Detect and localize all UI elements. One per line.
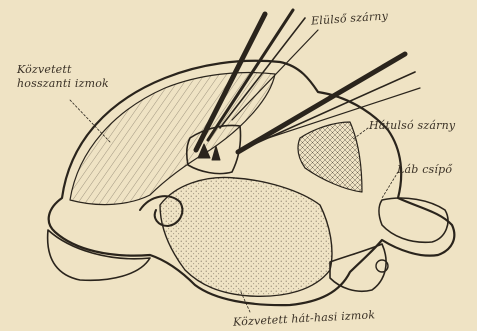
indirect-dorsoventral-muscle-region (160, 177, 332, 296)
label-indirect-longitudinal-line2: hosszanti izmok (17, 77, 109, 91)
ventral-plate-rear (330, 244, 386, 291)
hindwing-muscle-region (298, 122, 362, 192)
label-indirect-longitudinal-line1: Közvetett (17, 63, 109, 77)
label-hindwing: Hátulsó szárny (369, 119, 455, 132)
leader-line-longitudinal (70, 100, 110, 142)
label-leg-coxa: Láb csípő (397, 163, 452, 176)
leader-line-coxa (382, 172, 398, 198)
label-indirect-longitudinal-muscles: Közvetett hosszanti izmok (17, 63, 109, 91)
